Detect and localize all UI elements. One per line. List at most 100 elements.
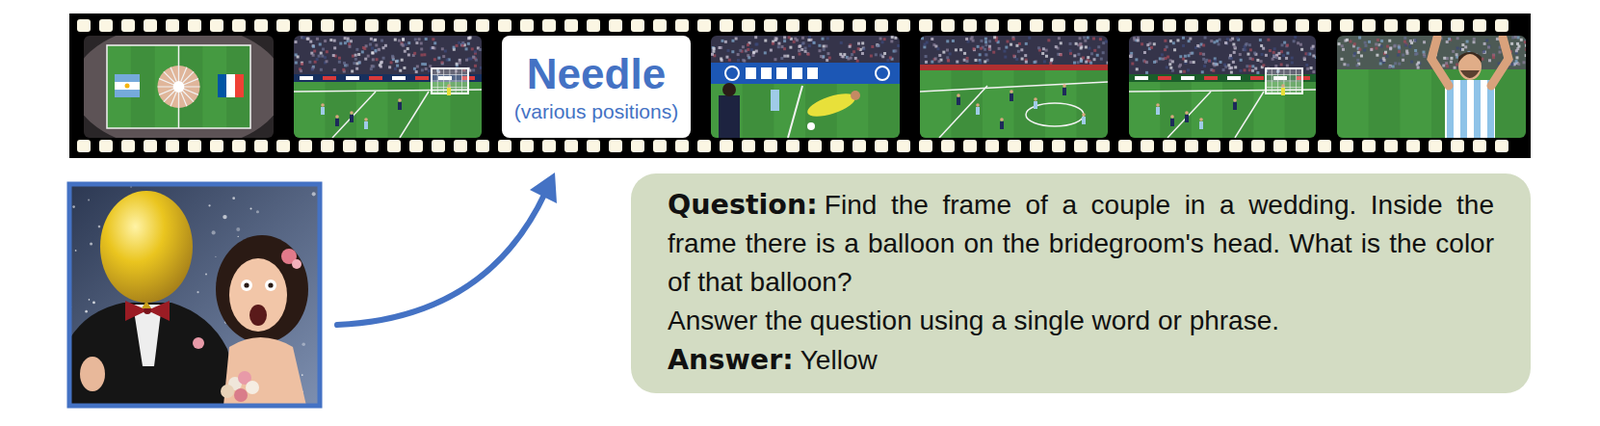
spectator	[1020, 48, 1023, 52]
spectator	[1415, 52, 1418, 55]
eye	[240, 279, 253, 291]
spectator	[1239, 58, 1243, 62]
spectator	[1145, 71, 1149, 75]
sparkle	[205, 273, 208, 276]
spectator	[1078, 42, 1082, 46]
spectator	[946, 59, 950, 63]
spectator	[1363, 41, 1367, 45]
spectator	[781, 45, 785, 49]
spectator	[1059, 41, 1063, 45]
sprocket-hole	[1074, 19, 1088, 32]
spectator	[1089, 61, 1093, 65]
flag-stripe	[114, 81, 140, 90]
spectator	[419, 41, 423, 45]
spectator	[1456, 36, 1460, 40]
spectator	[398, 69, 402, 73]
spectator	[1271, 57, 1275, 61]
spectator	[746, 48, 750, 52]
sprocket-hole	[874, 19, 889, 32]
ad-banner	[710, 62, 900, 84]
spectator	[783, 54, 787, 58]
ad-mark	[392, 76, 406, 80]
spectator	[1256, 58, 1260, 62]
spectator	[1015, 57, 1019, 61]
spectator	[711, 46, 715, 50]
spectator	[1076, 52, 1080, 56]
spectator	[1383, 58, 1387, 62]
sprocket-hole	[1096, 139, 1110, 153]
text-line: (various positions)	[514, 98, 679, 124]
player	[999, 121, 1004, 130]
spectator	[1132, 36, 1136, 40]
spectator	[1181, 36, 1185, 40]
balloon	[100, 190, 193, 303]
sprocket-hole	[1362, 139, 1376, 153]
sprocket-hole	[741, 19, 756, 32]
spectator	[1212, 40, 1216, 44]
spectator	[945, 55, 949, 59]
player	[1199, 121, 1204, 130]
spectator	[296, 54, 300, 58]
spectator	[306, 37, 310, 41]
spectator	[1397, 46, 1401, 50]
shirt	[1444, 79, 1496, 138]
spectator	[1392, 44, 1396, 48]
spectator	[1449, 56, 1453, 60]
player	[364, 121, 368, 130]
spectator	[379, 61, 383, 65]
spectator	[342, 61, 346, 65]
spectator	[355, 48, 359, 52]
spectator	[738, 49, 742, 53]
spectator	[311, 68, 315, 72]
spectator	[1259, 38, 1262, 42]
text-line: Question:Find the frame of a couple in a…	[667, 184, 1495, 302]
spectator	[763, 51, 767, 54]
spectator	[1233, 65, 1237, 69]
goal-net	[431, 74, 469, 76]
sparkle	[75, 249, 78, 252]
spectator	[1024, 42, 1028, 46]
spectator	[1136, 38, 1140, 42]
pitch-stripe	[1045, 70, 1077, 138]
spectator	[822, 45, 826, 49]
spectator	[1069, 52, 1073, 55]
spectator	[1405, 52, 1409, 55]
spectator	[1093, 57, 1097, 61]
spectator	[388, 65, 392, 69]
spectator	[1230, 56, 1233, 60]
spectator	[1207, 59, 1211, 63]
open-mouth	[249, 304, 267, 326]
spectator	[1229, 38, 1233, 42]
spectator	[1150, 46, 1154, 50]
player-head	[1033, 97, 1038, 102]
ad-mark	[1204, 76, 1218, 80]
spectator	[1485, 38, 1489, 42]
spectator	[309, 40, 313, 44]
pitch-stripe	[293, 81, 326, 138]
spectator	[1224, 41, 1228, 45]
sprocket-hole	[1184, 19, 1199, 32]
banner-mark	[807, 67, 818, 79]
sprocket-hole	[830, 19, 844, 32]
spectator	[402, 66, 406, 70]
spectator	[1169, 39, 1173, 43]
spectator	[358, 61, 362, 65]
spectator	[988, 45, 992, 49]
pitch-line	[1167, 91, 1211, 138]
spectator	[1367, 40, 1371, 44]
spectator	[891, 35, 894, 39]
flag-sun	[125, 83, 131, 89]
spectator	[1274, 55, 1278, 59]
sprocket-hole	[77, 139, 91, 153]
spectator	[307, 37, 311, 41]
spectator	[717, 46, 721, 50]
spectator	[413, 67, 417, 71]
sprocket-hole	[1295, 19, 1310, 32]
spectator	[367, 54, 370, 58]
sprocket-hole	[542, 139, 556, 153]
spectator	[1278, 56, 1282, 60]
spectator	[1358, 48, 1362, 52]
sprocket-hole	[409, 19, 423, 32]
player-head	[1184, 110, 1189, 115]
text-line: Answer the question using a single word …	[667, 301, 1495, 341]
